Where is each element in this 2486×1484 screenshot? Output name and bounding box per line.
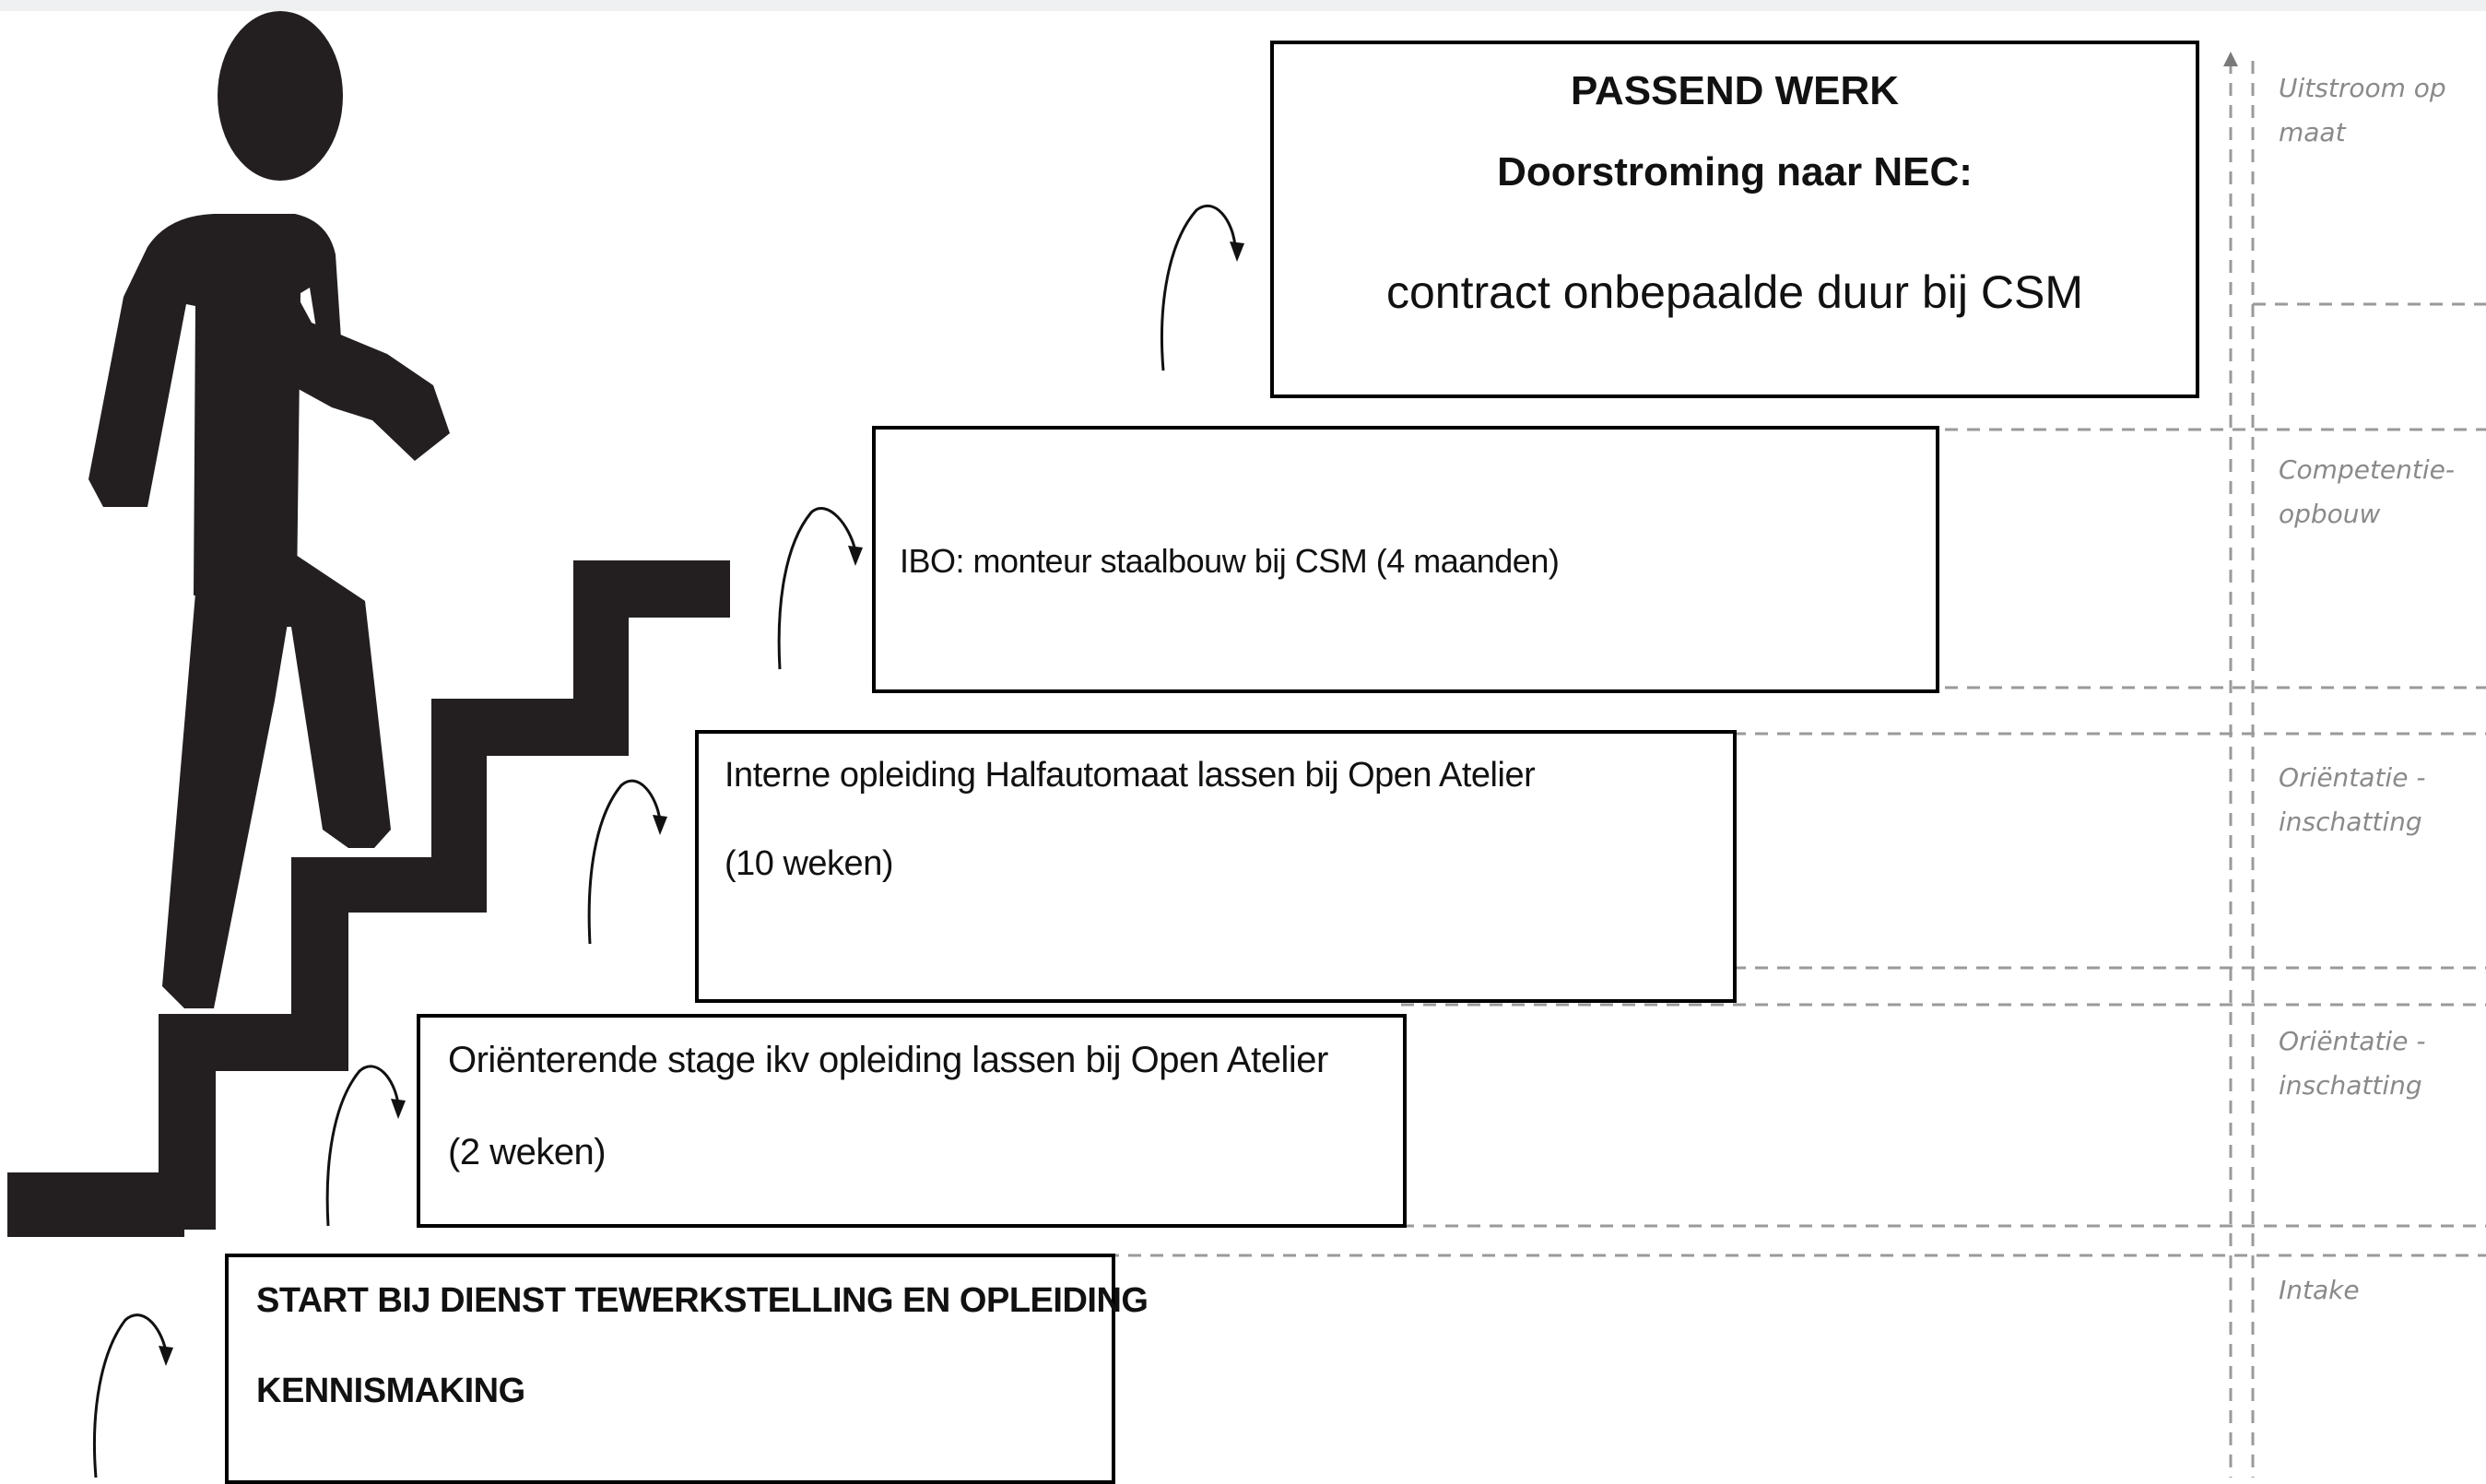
curved-arrow-icon (777, 507, 857, 670)
phase-label-competentie: Competentie- opbouw (2279, 454, 2455, 529)
step3-duration: (10 weken) (725, 844, 893, 883)
step4-label: IBO: monteur staalbouw bij CSM (4 maande… (900, 542, 1560, 580)
step3-label: Interne opleiding Halfautomaat lassen bi… (725, 756, 1536, 795)
step1-label: START BIJ DIENST TEWERKSTELLING EN OPLEI… (256, 1281, 1149, 1320)
phase-label-uitstroom: Uitstroom op maat (2279, 73, 2446, 147)
step-box-ibo: IBO: monteur staalbouw bij CSM (4 maande… (872, 426, 1939, 693)
curved-arrow-icon (1161, 204, 1237, 371)
staircase-icon (7, 560, 730, 1237)
phase-label-intake: Intake (2279, 1275, 2360, 1305)
step-box-interne-opleiding: Interne opleiding Halfautomaat lassen bi… (695, 730, 1737, 1003)
step5-subtitle: Doorstroming naar NEC: (1497, 149, 1973, 194)
step1-sublabel: KENNISMAKING (256, 1372, 525, 1410)
phase-label-orientatie-2: Oriëntatie - inschatting (2279, 1026, 2426, 1101)
top-strip (0, 0, 2486, 11)
step-box-start: START BIJ DIENST TEWERKSTELLING EN OPLEI… (225, 1254, 1149, 1484)
walking-person-icon (88, 11, 450, 1008)
step-box-passend-werk: PASSEND WERK Doorstroming naar NEC: cont… (1270, 41, 2199, 398)
step2-duration: (2 weken) (448, 1132, 607, 1172)
step5-detail: contract onbepaalde duur bij CSM (1385, 266, 2083, 318)
phase-axis-arrowhead (2223, 52, 2238, 66)
step2-label: Oriënterende stage ikv opleiding lassen … (448, 1040, 1328, 1080)
curved-arrow-icon (325, 1065, 400, 1227)
phase-grid (1106, 61, 2486, 1478)
step5-title: PASSEND WERK (1570, 68, 1900, 113)
curved-arrow-icon (587, 779, 662, 945)
step-box-orienterende-stage: Oriënterende stage ikv opleiding lassen … (417, 1014, 1407, 1228)
phase-label-orientatie-1: Oriëntatie - inschatting (2279, 762, 2426, 837)
curved-arrow-icon (93, 1313, 168, 1478)
